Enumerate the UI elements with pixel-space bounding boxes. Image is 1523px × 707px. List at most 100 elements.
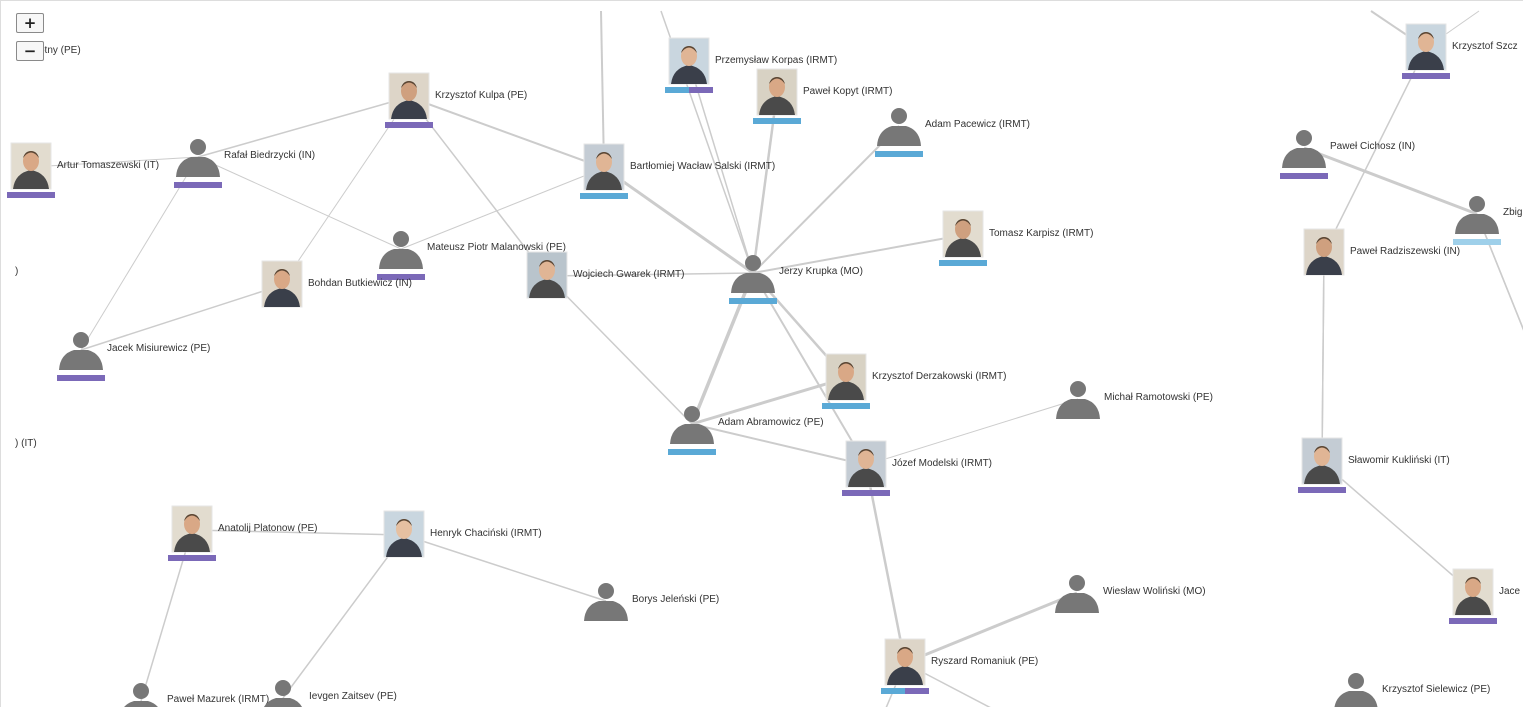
- person-node[interactable]: Artur Tomaszewski (IT): [7, 142, 159, 198]
- person-node[interactable]: Zbig: [1453, 196, 1522, 245]
- zoom-in-button[interactable]: +: [16, 13, 44, 33]
- membership-bar: [1402, 73, 1450, 79]
- person-silhouette-head: [133, 683, 149, 699]
- person-silhouette-body: [731, 273, 775, 293]
- membership-bar: [729, 298, 777, 304]
- person-name-label[interactable]: ): [15, 266, 18, 277]
- person-name-label[interactable]: Borys Jeleński (PE): [632, 594, 719, 605]
- person-name-label[interactable]: Krzysztof Szcz: [1452, 41, 1518, 52]
- person-node[interactable]: Jace: [1449, 568, 1521, 624]
- person-name-label[interactable]: Krzysztof Derzakowski (IRMT): [872, 371, 1006, 382]
- person-node[interactable]: Paweł Radziszewski (IN): [1303, 228, 1460, 276]
- person-node[interactable]: Borys Jeleński (PE): [584, 583, 719, 621]
- person-name-label[interactable]: Mateusz Piotr Malanowski (PE): [427, 242, 566, 253]
- person-node[interactable]: Rafał Biedrzycki (IN): [174, 139, 315, 188]
- membership-bar: [377, 274, 425, 280]
- person-silhouette-head: [745, 255, 761, 271]
- membership-bar: [753, 118, 801, 124]
- membership-bar: [822, 403, 870, 409]
- person-node[interactable]: Paweł Kopyt (IRMT): [753, 68, 892, 124]
- person-name-label[interactable]: Paweł Kopyt (IRMT): [803, 86, 892, 97]
- person-node[interactable]: Krzysztof Kulpa (PE): [385, 72, 527, 128]
- person-node[interactable]: Jerzy Krupka (MO): [729, 255, 863, 304]
- person-name-label[interactable]: Jerzy Krupka (MO): [779, 266, 863, 277]
- person-node[interactable]: Ryszard Romaniuk (PE): [881, 638, 1038, 694]
- person-name-label[interactable]: Ryszard Romaniuk (PE): [931, 656, 1038, 667]
- profile-photo-hair: [184, 514, 200, 521]
- person-name-label[interactable]: Michał Ramotowski (PE): [1104, 392, 1213, 403]
- person-name-label[interactable]: Zbig: [1503, 207, 1522, 218]
- person-name-label[interactable]: Tomasz Karpisz (IRMT): [989, 228, 1093, 239]
- profile-photo-hair: [23, 151, 39, 158]
- person-name-label[interactable]: Paweł Mazurek (IRMT): [167, 694, 269, 705]
- person-node[interactable]: Paweł Cichosz (IN): [1280, 130, 1415, 179]
- person-name-label[interactable]: Wojciech Gwarek (IRMT): [573, 269, 685, 280]
- person-node[interactable]: ): [15, 266, 18, 277]
- profile-photo-face: [23, 151, 39, 171]
- person-node[interactable]: Wiesław Woliński (MO): [1055, 575, 1206, 613]
- person-silhouette-body: [1055, 593, 1099, 613]
- membership-bar: [881, 688, 905, 694]
- person-name-label[interactable]: ) (IT): [15, 438, 37, 449]
- person-node[interactable]: Ievgen Zaitsev (PE): [261, 680, 397, 707]
- person-node[interactable]: Krzysztof Szcz: [1402, 23, 1518, 79]
- person-node[interactable]: Tomasz Karpisz (IRMT): [939, 210, 1093, 266]
- person-silhouette-body: [176, 157, 220, 177]
- person-name-label[interactable]: Adam Pacewicz (IRMT): [925, 119, 1030, 130]
- person-name-label[interactable]: Krzysztof Kulpa (PE): [435, 90, 527, 101]
- person-node[interactable]: Paweł Mazurek (IRMT): [119, 683, 269, 707]
- membership-bar: [385, 122, 433, 128]
- edge-n18-n19: [191, 529, 405, 536]
- person-name-label[interactable]: Bohdan Butkiewicz (IN): [308, 278, 412, 289]
- profile-photo-shoulders: [264, 288, 300, 307]
- person-name-label[interactable]: Przemysław Korpas (IRMT): [715, 55, 837, 66]
- person-node[interactable]: Adam Abramowicz (PE): [668, 406, 824, 455]
- edge-n3-n11: [752, 125, 900, 274]
- person-node[interactable]: Wojciech Gwarek (IRMT): [526, 251, 685, 299]
- person-name-label[interactable]: Anatolij Platonow (PE): [218, 523, 318, 534]
- zoom-out-button[interactable]: −: [16, 41, 44, 61]
- person-silhouette-body: [59, 350, 103, 370]
- edge-n12-n11: [752, 234, 964, 274]
- person-node[interactable]: Krzysztof Sielewicz (PE): [1334, 673, 1490, 707]
- edge-n10-n13: [80, 284, 283, 351]
- person-name-label[interactable]: Wiesław Woliński (MO): [1103, 586, 1206, 597]
- person-node[interactable]: Henryk Chaciński (IRMT): [383, 510, 542, 558]
- person-name-label[interactable]: Artur Tomaszewski (IT): [57, 160, 159, 171]
- person-node[interactable]: Bohdan Butkiewicz (IN): [261, 260, 412, 308]
- person-silhouette-body: [379, 249, 423, 269]
- person-name-label[interactable]: Rafał Biedrzycki (IN): [224, 150, 315, 161]
- person-node[interactable]: Sławomir Kukliński (IT): [1298, 437, 1450, 493]
- person-name-label[interactable]: Krzysztof Sielewicz (PE): [1382, 684, 1490, 695]
- person-node[interactable]: Bartłomiej Wacław Salski (IRMT): [580, 143, 775, 199]
- edge-n4-n5: [408, 96, 605, 169]
- person-name-label[interactable]: Paweł Cichosz (IN): [1330, 141, 1415, 152]
- person-name-label[interactable]: Adam Abramowicz (PE): [718, 417, 824, 428]
- membership-bar: [665, 87, 689, 93]
- profile-photo-face: [539, 260, 555, 280]
- person-node[interactable]: Przemysław Korpas (IRMT): [665, 37, 837, 93]
- person-node[interactable]: Anatolij Platonow (PE): [168, 505, 318, 561]
- person-silhouette-body: [1056, 399, 1100, 419]
- person-name-label[interactable]: Jace: [1499, 586, 1521, 597]
- person-name-label[interactable]: Bartłomiej Wacław Salski (IRMT): [630, 161, 775, 172]
- person-node[interactable]: Adam Pacewicz (IRMT): [875, 108, 1030, 157]
- person-node[interactable]: Jacek Misiurewicz (PE): [57, 332, 210, 381]
- person-name-label[interactable]: Jacek Misiurewicz (PE): [107, 343, 210, 354]
- person-name-label[interactable]: Henryk Chaciński (IRMT): [430, 528, 542, 539]
- person-name-label[interactable]: Ievgen Zaitsev (PE): [309, 691, 397, 702]
- person-name-label[interactable]: otny (PE): [39, 45, 81, 56]
- person-node[interactable]: Krzysztof Derzakowski (IRMT): [822, 353, 1006, 409]
- profile-photo-shoulders: [671, 65, 707, 84]
- person-node[interactable]: Michał Ramotowski (PE): [1056, 381, 1213, 419]
- person-node[interactable]: Mateusz Piotr Malanowski (PE): [377, 231, 566, 280]
- person-node[interactable]: Józef Modelski (IRMT): [842, 440, 992, 496]
- person-name-label[interactable]: Sławomir Kukliński (IT): [1348, 455, 1450, 466]
- person-name-label[interactable]: Paweł Radziszewski (IN): [1350, 246, 1460, 257]
- profile-photo-face: [681, 46, 697, 66]
- person-name-label[interactable]: Józef Modelski (IRMT): [892, 458, 992, 469]
- person-node[interactable]: otny (PE): [39, 45, 81, 56]
- person-node[interactable]: ) (IT): [15, 438, 37, 449]
